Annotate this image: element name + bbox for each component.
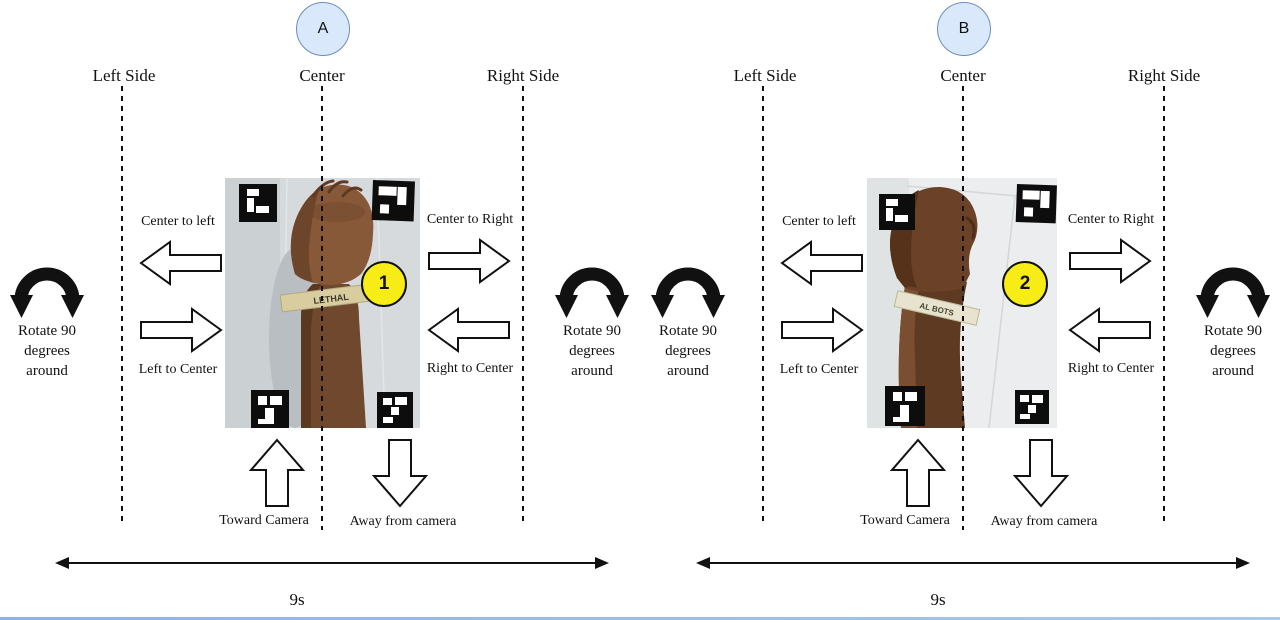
right-side-label: Right Side bbox=[1127, 66, 1201, 85]
rotate-line3: around bbox=[667, 363, 709, 379]
toward-camera-label: Toward Camera bbox=[219, 513, 309, 528]
right-to-center-label: Right to Center bbox=[426, 361, 514, 376]
up-block-arrow-icon bbox=[890, 438, 946, 507]
left-block-arrow-icon bbox=[427, 307, 510, 353]
away-from-camera-label: Away from camera bbox=[990, 514, 1098, 529]
rotate-line1: Rotate 90 bbox=[18, 323, 76, 339]
wristband: AL BOTS bbox=[893, 290, 981, 326]
left-dashed-line bbox=[762, 86, 764, 524]
right-side-label: Right Side bbox=[486, 66, 560, 85]
step-badge: 2 bbox=[1002, 261, 1048, 307]
phase-node-b: B bbox=[937, 2, 991, 56]
duration-label: 9s bbox=[289, 590, 305, 609]
center-to-right-label: Center to Right bbox=[1067, 212, 1155, 227]
left-side-label: Left Side bbox=[733, 66, 797, 85]
panel-b: B Left Side Center Right Side bbox=[641, 0, 1280, 620]
right-block-arrow-icon bbox=[140, 307, 223, 353]
right-block-arrow-icon bbox=[1069, 238, 1152, 284]
left-block-arrow-icon bbox=[1068, 307, 1151, 353]
right-block-arrow-icon bbox=[781, 307, 864, 353]
aruco-marker-top-right bbox=[371, 180, 415, 222]
left-to-center-label: Left to Center bbox=[779, 362, 859, 377]
rotate-label: Rotate 90 degrees around bbox=[1187, 321, 1279, 381]
rotate-line1: Rotate 90 bbox=[563, 323, 621, 339]
rotate-line1: Rotate 90 bbox=[659, 323, 717, 339]
left-dashed-line bbox=[121, 86, 123, 524]
center-label: Center bbox=[299, 66, 345, 85]
aruco-marker-top-left bbox=[879, 194, 915, 230]
center-to-left-label: Center to left bbox=[141, 214, 215, 229]
left-block-arrow-icon bbox=[780, 240, 863, 286]
rotate-arrow-icon bbox=[10, 267, 84, 318]
down-block-arrow-icon bbox=[372, 439, 428, 508]
aruco-marker-bottom-right bbox=[377, 392, 413, 428]
rotate-arrow-icon bbox=[1196, 267, 1270, 318]
left-to-center-label: Left to Center bbox=[138, 362, 218, 377]
duration-span-arrow bbox=[696, 557, 1250, 569]
rotate-arrow-icon bbox=[555, 267, 629, 318]
away-from-camera-label: Away from camera bbox=[349, 514, 457, 529]
rotate-arrow-icon bbox=[651, 267, 725, 318]
phase-node-a: A bbox=[296, 2, 350, 56]
center-dashed-line bbox=[962, 86, 964, 530]
aruco-marker-bottom-left bbox=[885, 386, 925, 426]
aruco-marker-top-right bbox=[1015, 184, 1057, 224]
aruco-marker-bottom-left bbox=[251, 390, 289, 428]
duration-span-arrow bbox=[55, 557, 609, 569]
step-badge: 1 bbox=[361, 261, 407, 307]
center-label: Center bbox=[940, 66, 986, 85]
rotate-line2: degrees bbox=[24, 343, 70, 359]
duration-label: 9s bbox=[930, 590, 946, 609]
rotate-label: Rotate 90 degrees around bbox=[1, 321, 93, 381]
right-dashed-line bbox=[1163, 86, 1165, 524]
rotate-line2: degrees bbox=[1210, 343, 1256, 359]
right-block-arrow-icon bbox=[428, 238, 511, 284]
center-to-right-label: Center to Right bbox=[426, 212, 514, 227]
rotate-line3: around bbox=[1212, 363, 1254, 379]
up-block-arrow-icon bbox=[249, 438, 305, 507]
left-side-label: Left Side bbox=[92, 66, 156, 85]
bottom-edge-strip bbox=[0, 617, 1280, 620]
rotate-label: Rotate 90 degrees around bbox=[546, 321, 638, 381]
rotate-line3: around bbox=[26, 363, 68, 379]
center-dashed-line bbox=[321, 86, 323, 530]
right-dashed-line bbox=[522, 86, 524, 524]
center-to-left-label: Center to left bbox=[782, 214, 856, 229]
right-to-center-label: Right to Center bbox=[1067, 361, 1155, 376]
panel-a: A Left Side Center Right Side bbox=[0, 0, 639, 620]
rotate-line2: degrees bbox=[569, 343, 615, 359]
rotate-line2: degrees bbox=[665, 343, 711, 359]
rotate-line1: Rotate 90 bbox=[1204, 323, 1262, 339]
aruco-marker-top-left bbox=[239, 184, 277, 222]
rotate-line3: around bbox=[571, 363, 613, 379]
left-block-arrow-icon bbox=[139, 240, 222, 286]
toward-camera-label: Toward Camera bbox=[860, 513, 950, 528]
aruco-marker-bottom-right bbox=[1015, 390, 1049, 424]
down-block-arrow-icon bbox=[1013, 439, 1069, 508]
rotate-label: Rotate 90 degrees around bbox=[642, 321, 734, 381]
